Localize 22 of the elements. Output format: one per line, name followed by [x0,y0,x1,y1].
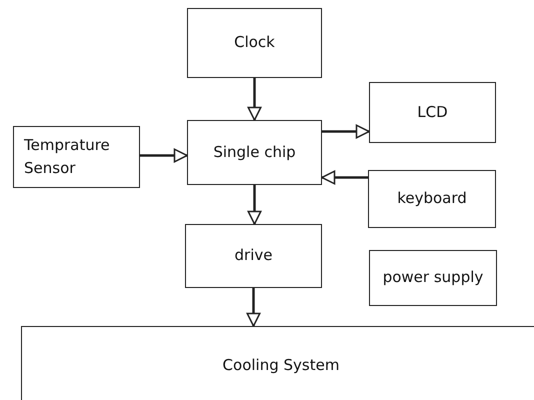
block-label: Temprature Sensor [24,134,111,179]
block-label: LCD [417,102,448,123]
block-box [369,82,496,143]
arrow [140,148,188,162]
block-label: drive [234,245,272,266]
block-box [187,8,322,78]
arrow [321,170,368,184]
block-box [187,120,322,185]
block-label: Clock [234,32,275,54]
block-label: power supply [382,267,484,288]
block-box [368,170,496,228]
arrow [248,78,262,121]
block-box [13,126,140,188]
block-box [369,250,497,306]
block-box [21,326,534,400]
block-box [185,224,322,288]
block-label: keyboard [397,188,467,210]
block-label: Cooling System [222,355,340,376]
arrow [322,124,370,138]
arrow [248,185,262,225]
block-label: Single chip [213,142,296,163]
arrow [246,288,260,327]
